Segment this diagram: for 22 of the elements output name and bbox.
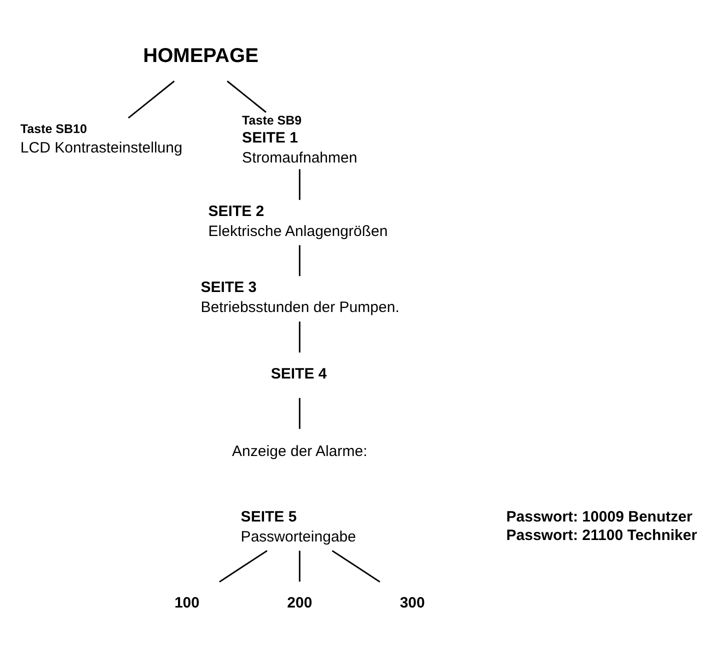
node-text: SEITE 3 Betriebsstunden der Pumpen. bbox=[200, 278, 400, 316]
node-text: 100 bbox=[174, 594, 200, 612]
node-text: HOMEPAGE bbox=[143, 44, 258, 67]
connector bbox=[219, 550, 268, 582]
node-text: Taste SB10 LCD Kontrasteinstellung bbox=[20, 122, 182, 156]
connector bbox=[298, 244, 300, 276]
connector bbox=[298, 168, 300, 200]
node-text: Taste SB9 SEITE 1 Stromaufnahmen bbox=[242, 112, 358, 166]
node-text: SEITE 2 Elektrische Anlagengrößen bbox=[208, 202, 388, 240]
connector bbox=[298, 397, 300, 428]
node-text: 200 bbox=[287, 594, 312, 612]
label: Passwort: 10009 Benutzer bbox=[506, 508, 692, 525]
connector bbox=[298, 550, 300, 582]
connector bbox=[226, 80, 266, 112]
node-text: SEITE 4 bbox=[270, 365, 327, 382]
node-text: Anzeige der Alarme: bbox=[232, 442, 368, 460]
connector bbox=[332, 550, 380, 582]
label: Passwort: 21100 Techniker bbox=[506, 526, 698, 544]
connector bbox=[298, 321, 300, 352]
node-text: 300 bbox=[400, 594, 425, 612]
connector bbox=[128, 80, 175, 118]
node-text: SEITE 5 Passworteingabe bbox=[240, 508, 356, 545]
